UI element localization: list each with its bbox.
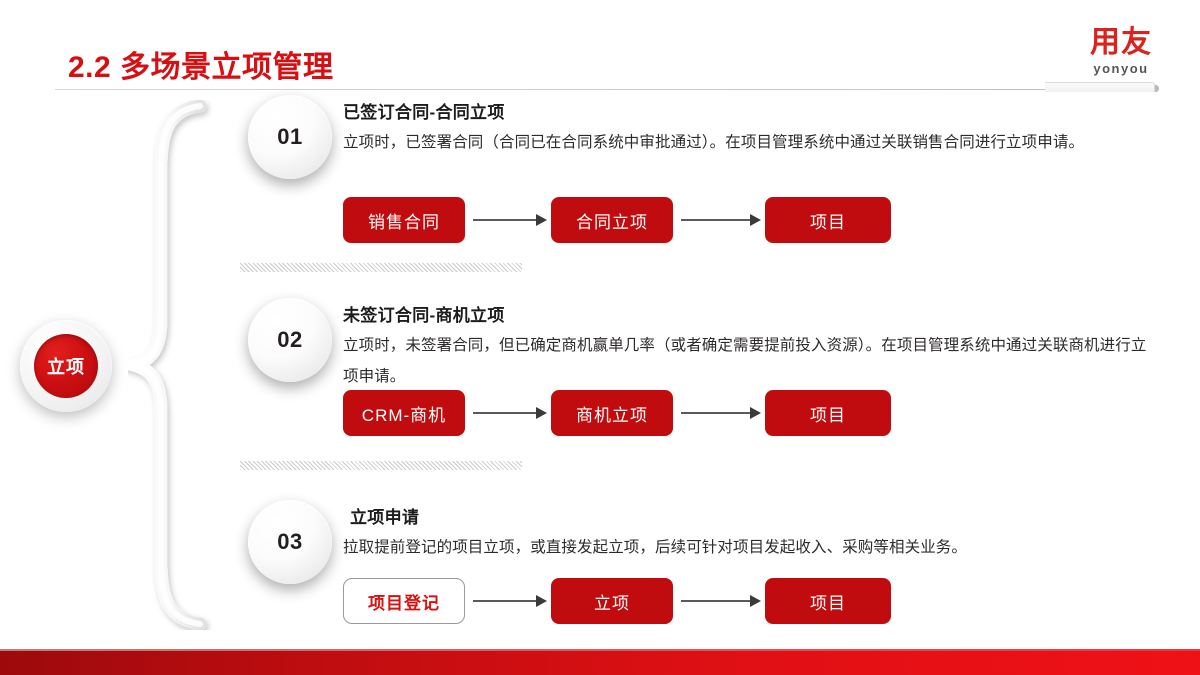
- page-title: 2.2 多场景立项管理: [68, 51, 334, 84]
- flow-node-project-registration[interactable]: 项目登记: [343, 578, 465, 624]
- section-divider: [240, 263, 522, 272]
- section-heading: 已签订合同-合同立项: [343, 103, 505, 122]
- section-description: 立项时，未签署合同，但已确定商机赢单几率（或者确定需要提前投入资源）。在项目管理…: [343, 337, 1147, 385]
- flow-node-initiation[interactable]: 立项: [551, 578, 673, 624]
- section-number-badge: 02: [248, 298, 332, 382]
- section-heading: 立项申请: [350, 508, 420, 527]
- section-heading: 未签订合同-商机立项: [343, 306, 505, 325]
- footer-bar-highlight: [0, 649, 1200, 651]
- flow-node-project[interactable]: 项目: [765, 390, 891, 436]
- flow-node-opportunity-initiation[interactable]: 商机立项: [551, 390, 673, 436]
- header-divider: [55, 85, 1159, 92]
- flow-node-sales-contract[interactable]: 销售合同: [343, 197, 465, 243]
- logo-en-text: yonyou: [1093, 61, 1149, 76]
- section-number-badge: 03: [248, 500, 332, 584]
- header-divider-dot: [1152, 85, 1159, 92]
- flow-node-contract-initiation[interactable]: 合同立项: [551, 197, 673, 243]
- flow-node-crm-opportunity[interactable]: CRM-商机: [343, 390, 465, 436]
- flow-arrow-icon: [681, 595, 761, 607]
- footer-bar: [0, 649, 1200, 675]
- brand-logo: 用友 yonyou: [1090, 26, 1152, 76]
- flow-diagram-01: 销售合同 合同立项 项目: [343, 197, 891, 243]
- flow-arrow-icon: [681, 214, 761, 226]
- header-decoration: [1045, 82, 1155, 92]
- flow-arrow-icon: [473, 407, 547, 419]
- section-number-badge: 01: [248, 95, 332, 179]
- flow-diagram-02: CRM-商机 商机立项 项目: [343, 390, 891, 436]
- flow-node-project[interactable]: 项目: [765, 197, 891, 243]
- flow-node-project[interactable]: 项目: [765, 578, 891, 624]
- section-divider: [240, 461, 522, 470]
- section-description: 立项时，已签署合同（合同已在合同系统中审批通过）。在项目管理系统中通过关联销售合…: [343, 134, 1085, 151]
- flow-arrow-icon: [681, 407, 761, 419]
- curly-brace-graphic: [128, 100, 207, 630]
- flow-diagram-03: 项目登记 立项 项目: [343, 578, 891, 624]
- logo-cn-text: 用友: [1090, 26, 1152, 59]
- hub-badge-label: 立项: [34, 334, 98, 398]
- hub-badge: 立项: [20, 320, 112, 412]
- flow-arrow-icon: [473, 595, 547, 607]
- flow-arrow-icon: [473, 214, 547, 226]
- section-description: 拉取提前登记的项目立项，或直接发起立项，后续可针对项目发起收入、采购等相关业务。: [343, 539, 968, 556]
